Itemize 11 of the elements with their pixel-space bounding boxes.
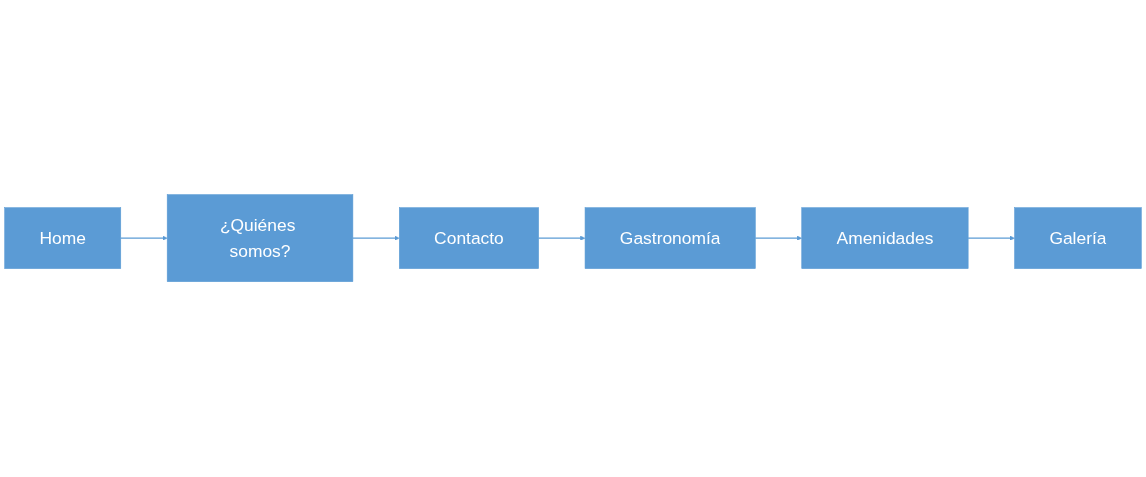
- node-box: ¿Quiénes somos?: [166, 194, 354, 283]
- arrow: [967, 235, 1015, 242]
- arrow: [352, 235, 400, 242]
- arrow: [538, 235, 586, 242]
- node-box: Amenidades: [801, 207, 969, 270]
- node-box: Home: [4, 207, 122, 270]
- node-box: Gastronomía: [584, 207, 756, 270]
- node-box: Galería: [1014, 207, 1142, 270]
- node-box: Contacto: [399, 207, 539, 270]
- arrow: [754, 235, 802, 242]
- arrow: [120, 235, 168, 242]
